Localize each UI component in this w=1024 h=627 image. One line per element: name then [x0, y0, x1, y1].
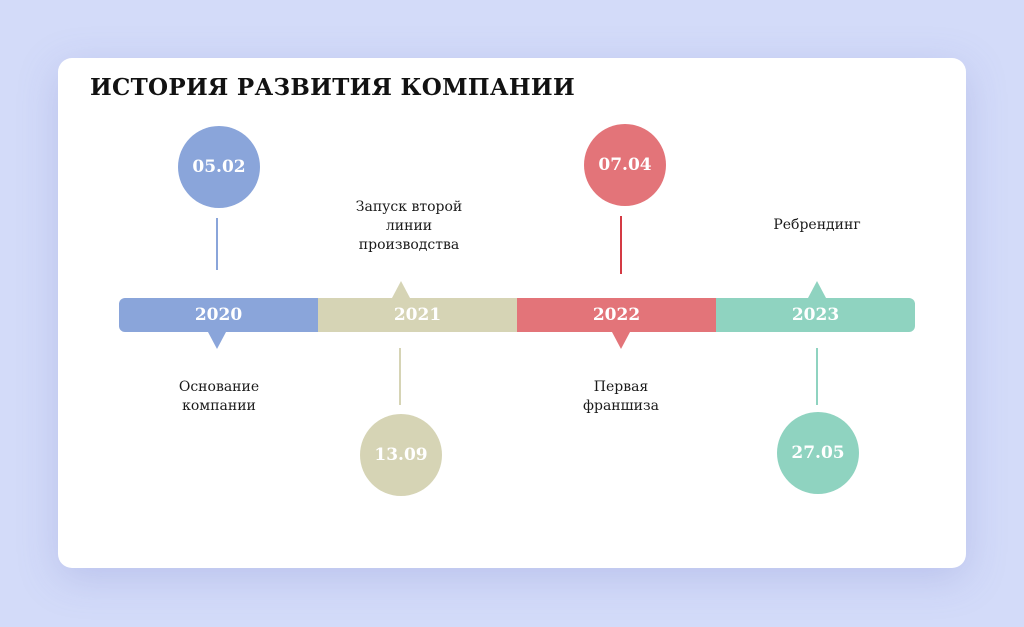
date-label: 07.04: [598, 155, 652, 175]
event-label-2023: Ребрендинг: [737, 216, 897, 235]
event-text: франшиза: [583, 398, 659, 414]
date-label: 13.09: [374, 445, 428, 465]
pointer-down-2022: [612, 332, 630, 349]
event-text: Первая: [593, 379, 649, 395]
connector-line-2022: [620, 216, 622, 274]
connector-line-2023: [816, 348, 818, 405]
year-label: 2023: [791, 305, 840, 325]
year-segment-2020: 2020: [119, 298, 318, 332]
year-label: 2022: [592, 305, 641, 325]
date-circle-2020: 05.02: [178, 126, 260, 208]
year-label: 2021: [393, 305, 442, 325]
connector-line-2020: [216, 218, 218, 270]
event-label-2020: Основание компании: [139, 378, 299, 416]
event-text: компании: [182, 398, 256, 414]
event-text: Ребрендинг: [773, 217, 861, 233]
pointer-down-2020: [208, 332, 226, 349]
date-label: 27.05: [791, 443, 845, 463]
event-label-2021: Запуск второй линии производства: [329, 198, 489, 255]
page-title: ИСТОРИЯ РАЗВИТИЯ КОМПАНИИ: [90, 74, 575, 101]
event-text: Запуск второй: [355, 199, 463, 215]
event-text: производства: [358, 237, 460, 253]
event-label-2022: Первая франшиза: [541, 378, 701, 416]
date-circle-2021: 13.09: [360, 414, 442, 496]
year-segment-2022: 2022: [517, 298, 716, 332]
event-text: линии: [385, 218, 433, 234]
pointer-up-2021: [392, 281, 410, 298]
date-circle-2022: 07.04: [584, 124, 666, 206]
year-segment-2021: 2021: [318, 298, 517, 332]
pointer-up-2023: [808, 281, 826, 298]
event-text: Основание: [178, 379, 260, 395]
year-label: 2020: [194, 305, 243, 325]
date-circle-2023: 27.05: [777, 412, 859, 494]
connector-line-2021: [399, 348, 401, 405]
year-segment-2023: 2023: [716, 298, 915, 332]
date-label: 05.02: [192, 157, 246, 177]
